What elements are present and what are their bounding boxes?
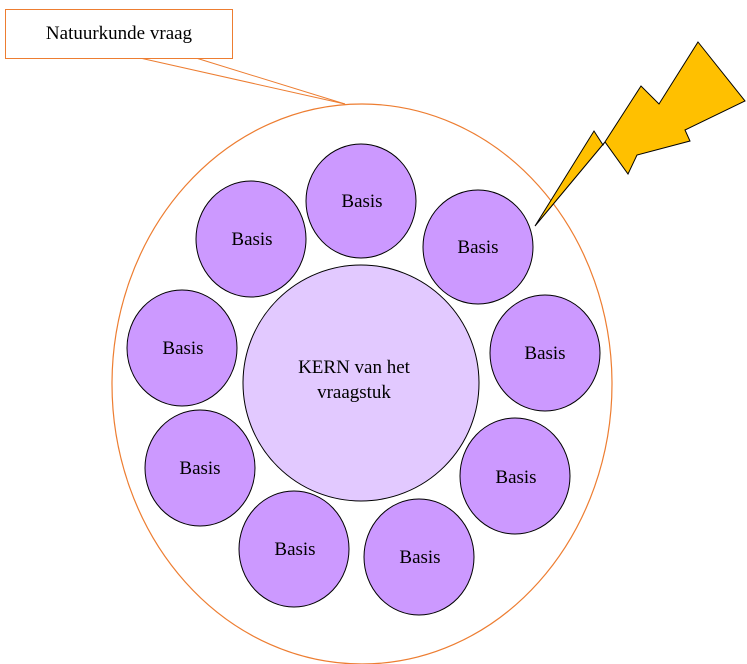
basis-label: Basis bbox=[399, 547, 440, 568]
basis-node: Basis bbox=[489, 294, 601, 412]
basis-label: Basis bbox=[495, 467, 536, 488]
basis-node: Basis bbox=[126, 289, 238, 407]
basis-label: Basis bbox=[457, 237, 498, 258]
basis-label: Basis bbox=[274, 539, 315, 560]
basis-label: Basis bbox=[341, 191, 382, 212]
core-node: KERN van het vraagstuk bbox=[242, 264, 480, 502]
basis-label: Basis bbox=[179, 458, 220, 479]
lightning-bolt-icon bbox=[534, 41, 746, 227]
basis-label: Basis bbox=[231, 229, 272, 250]
basis-node: Basis bbox=[195, 180, 307, 298]
basis-node: Basis bbox=[144, 409, 256, 527]
basis-label: Basis bbox=[524, 343, 565, 364]
basis-node: Basis bbox=[422, 189, 534, 305]
basis-label: Basis bbox=[162, 338, 203, 359]
basis-node: Basis bbox=[363, 498, 475, 616]
callout-box: Natuurkunde vraag bbox=[5, 9, 233, 59]
basis-node: Basis bbox=[459, 417, 571, 535]
basis-node: Basis bbox=[238, 490, 350, 608]
callout-pointer-line-right bbox=[195, 57, 346, 105]
core-label-line2: vraagstuk bbox=[317, 382, 391, 403]
core-label-line1: KERN van het bbox=[298, 357, 411, 378]
basis-node: Basis bbox=[305, 143, 417, 259]
callout-label: Natuurkunde vraag bbox=[45, 23, 193, 44]
callout-pointer-line-left bbox=[139, 57, 346, 105]
